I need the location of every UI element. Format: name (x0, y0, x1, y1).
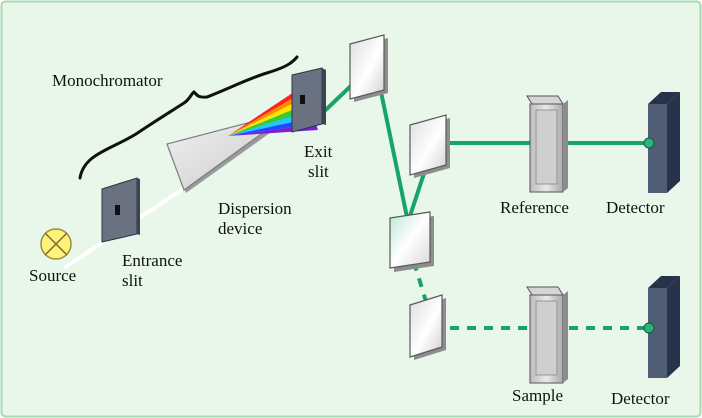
source-lamp-icon (40, 228, 72, 260)
detector-bottom-label: Detector (611, 389, 670, 408)
mirror-middle-icon (409, 114, 450, 178)
beam-splitter-icon (389, 211, 434, 272)
reference-label: Reference (500, 198, 569, 217)
entrance-slit-icon (101, 177, 140, 243)
sample-label: Sample (512, 386, 563, 405)
exit-slit-icon (291, 67, 326, 133)
exit-slit-label-line1: Exit (304, 142, 333, 161)
exit-slit-label-line2: slit (308, 162, 329, 181)
dispersed-spectrum (228, 88, 318, 136)
detector-top-icon (643, 92, 680, 193)
mirror-top-icon (349, 34, 388, 102)
reference-cuvette-icon (526, 95, 568, 193)
detector-top-label: Detector (606, 198, 665, 217)
mirror-bottom-icon (409, 294, 446, 360)
entrance-slit-label-line2: slit (122, 271, 143, 290)
detector-bottom-icon (643, 276, 680, 378)
entrance-slit-label-line1: Entrance (122, 251, 183, 270)
source-label: Source (29, 266, 77, 285)
dispersion-device-label-line1: Dispersion (218, 199, 292, 218)
monochromator-brace (78, 55, 299, 180)
dispersion-device-label-line2: device (218, 219, 263, 238)
monochromator-label: Monochromator (52, 71, 163, 90)
sample-cuvette-icon (526, 286, 568, 384)
